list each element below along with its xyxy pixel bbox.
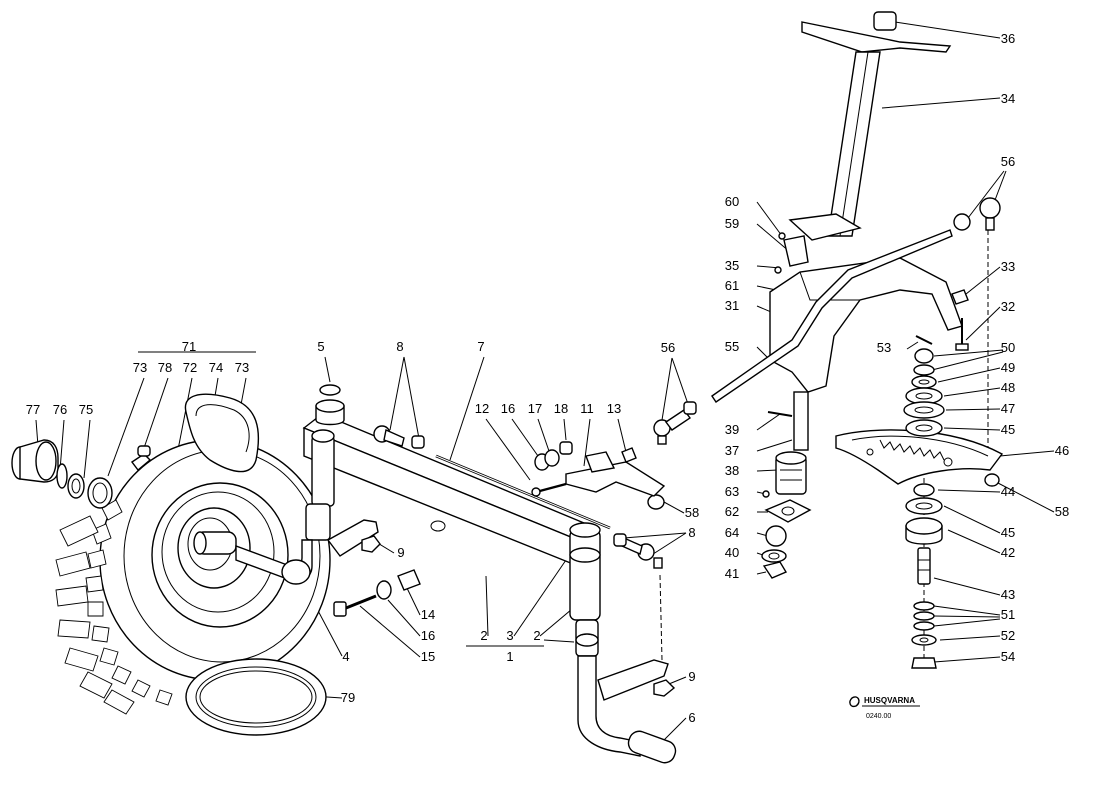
callout-c56a: 56 [1001,154,1015,169]
wheel-bearings [11,439,152,509]
callout-c62: 62 [725,504,739,519]
callout-c41: 41 [725,566,739,581]
callout-c7: 7 [477,339,484,354]
callout-c58b: 58 [685,505,699,520]
logo-brand: HUSQVARNA [864,696,915,705]
callout-c78: 78 [158,360,172,375]
callout-c74: 74 [209,360,223,375]
callout-c53: 53 [877,340,891,355]
callout-c64: 64 [725,525,739,540]
callout-c40: 40 [725,545,739,560]
tire-tread [55,499,173,715]
axle-bracket [531,441,666,497]
callout-c60: 60 [725,194,739,209]
callout-c6: 6 [688,710,695,725]
callout-c14: 14 [421,607,435,622]
callout-c32: 32 [1001,299,1015,314]
callout-c16b: 16 [421,628,435,643]
steering-column [711,11,1001,579]
callout-c46: 46 [1055,443,1069,458]
callout-c63: 63 [725,484,739,499]
callout-c50: 50 [1001,340,1015,355]
callout-c45a: 45 [1001,422,1015,437]
callout-c42: 42 [1001,545,1015,560]
callout-c75: 75 [79,402,93,417]
callout-c9a: 9 [397,545,404,560]
callout-c48: 48 [1001,380,1015,395]
callout-c77: 77 [26,402,40,417]
sector-teeth [879,439,945,461]
callout-c51: 51 [1001,607,1015,622]
callout-c73a: 73 [133,360,147,375]
callout-c73b: 73 [235,360,249,375]
callout-c11: 11 [580,401,594,416]
husqvarna-logo: HUSQVARNA 0240.00 [849,696,920,720]
callout-c18: 18 [554,401,568,416]
callout-c35: 35 [725,258,739,273]
callout-c12: 12 [475,401,489,416]
front-axle [235,384,677,764]
callout-c44: 44 [1001,484,1015,499]
callout-c52: 52 [1001,628,1015,643]
logo-code: 0240.00 [866,713,891,720]
callout-c55: 55 [725,339,739,354]
callout-c1: 1 [506,649,513,664]
callout-c72: 72 [183,360,197,375]
callout-c4: 4 [342,649,349,664]
callout-c58a: 58 [1055,504,1069,519]
callout-c2a: 2 [480,628,487,643]
callout-c59: 59 [725,216,739,231]
callout-c3: 3 [506,628,513,643]
callout-c13: 13 [607,401,621,416]
callout-c61: 61 [725,278,739,293]
callout-c15: 15 [421,649,435,664]
callout-c2b: 2 [533,628,540,643]
callout-c71: 71 [182,339,196,354]
callout-c54: 54 [1001,649,1015,664]
tie-rod [435,454,611,530]
callout-c39: 39 [725,422,739,437]
callout-c45b: 45 [1001,525,1015,540]
callout-c76: 76 [53,402,67,417]
callout-c36: 36 [1001,31,1015,46]
callout-c5: 5 [317,339,324,354]
steering-sector [835,348,1004,669]
callout-c47: 47 [1001,401,1015,416]
hub-cap-ring [185,658,327,736]
callout-c9b: 9 [688,669,695,684]
callout-c16a: 16 [501,401,515,416]
callout-c49: 49 [1001,360,1015,375]
callout-c56b: 56 [661,340,675,355]
callout-c38: 38 [725,463,739,478]
ball-joints [361,401,697,697]
callout-c8a: 8 [396,339,403,354]
callout-c34: 34 [1001,91,1015,106]
callout-c43: 43 [1001,587,1015,602]
callout-c31: 31 [725,298,739,313]
callout-c37: 37 [725,443,739,458]
callout-c79: 79 [341,690,355,705]
callout-c17: 17 [528,401,542,416]
callout-c8b: 8 [688,525,695,540]
front-wheel [55,393,331,715]
pivot-bolt [333,569,421,617]
callout-c33: 33 [1001,259,1015,274]
